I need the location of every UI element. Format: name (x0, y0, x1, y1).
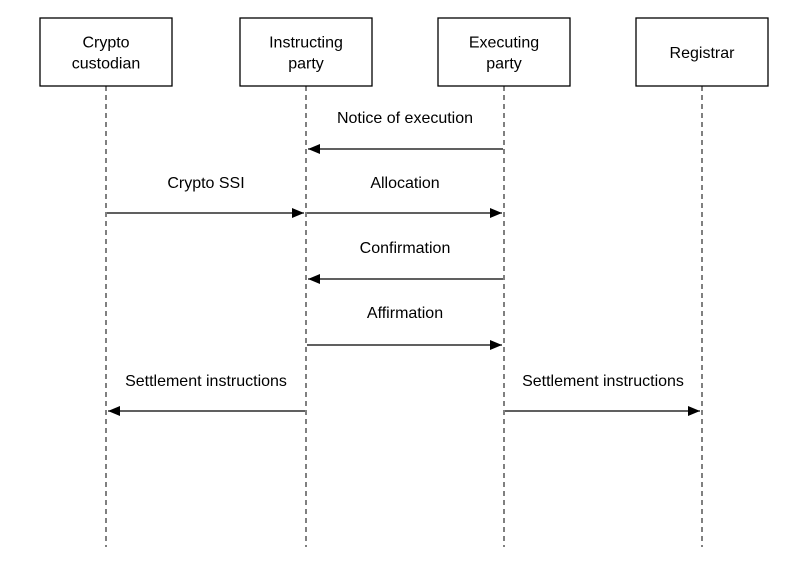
participant-label-instructing-party: party (288, 56, 324, 73)
message-label: Notice of execution (337, 110, 473, 127)
participant-label-crypto-custodian: custodian (72, 56, 141, 73)
participant-label-registrar: Registrar (670, 45, 736, 62)
participant-box-executing-party (437, 17, 571, 87)
message-label: Allocation (370, 175, 439, 192)
message-label: Confirmation (360, 240, 451, 257)
participants: Crypto custodian Instructing party Executing… (39, 17, 769, 87)
participant-label-executing-party: Executing (469, 35, 539, 52)
participant-box-registrar (635, 17, 769, 87)
participant-box-instructing-party (239, 17, 373, 87)
lifelines (105, 86, 703, 547)
message-label: Settlement instructions (522, 373, 684, 390)
message-label: Crypto SSI (167, 175, 244, 192)
message-label: Affirmation (367, 305, 443, 322)
message-label: Settlement instructions (125, 373, 287, 390)
participant-label-crypto-custodian: Crypto (82, 35, 129, 52)
participant-label-instructing-party: Instructing (269, 35, 343, 52)
participant-box-crypto-custodian (39, 17, 173, 87)
participant-label-executing-party: party (486, 56, 522, 73)
